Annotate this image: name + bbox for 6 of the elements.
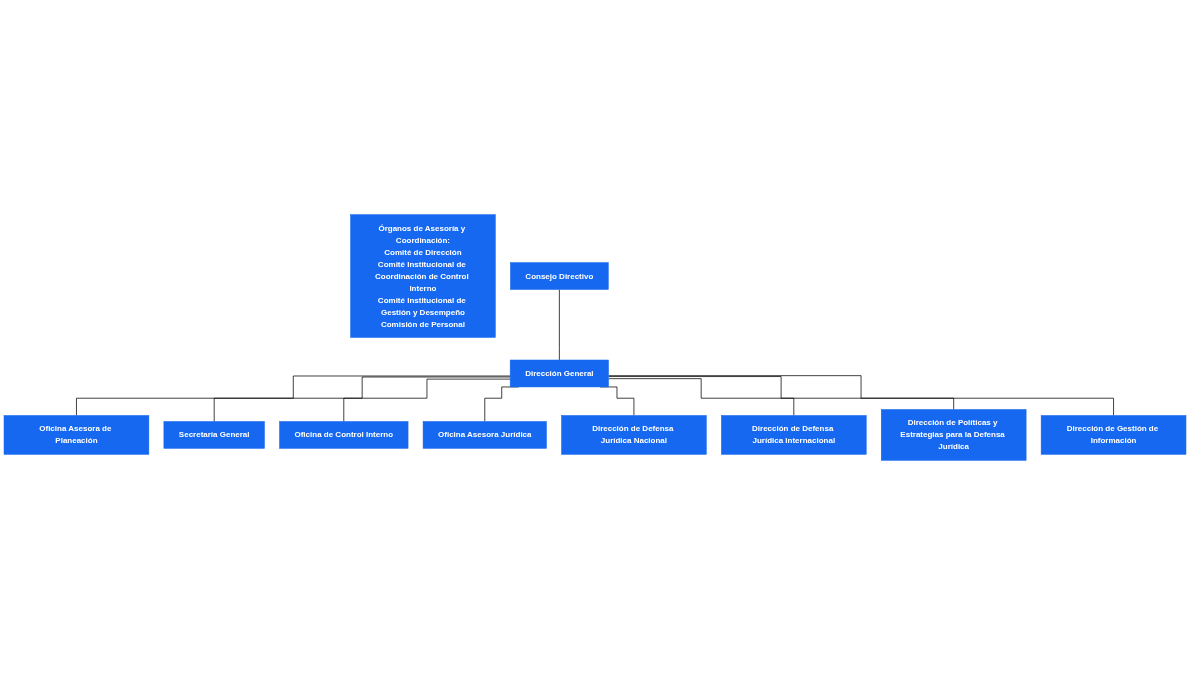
- connector: [608, 376, 955, 410]
- connector: [213, 376, 511, 422]
- connector: [608, 375, 1114, 416]
- connector: [343, 378, 511, 422]
- connector: [76, 375, 511, 416]
- connector: [608, 378, 795, 416]
